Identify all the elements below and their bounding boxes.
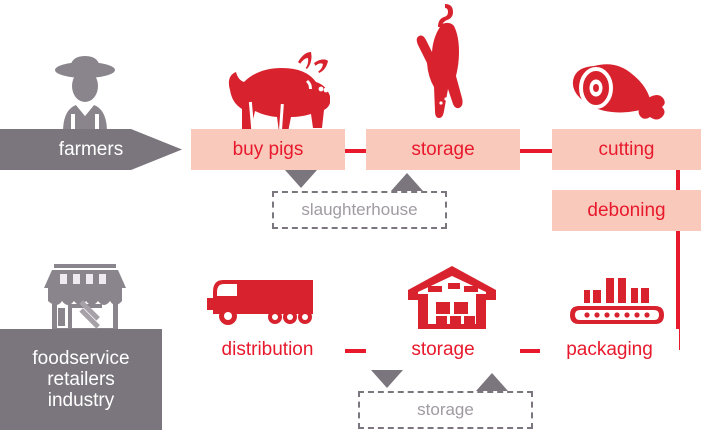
connector-storage-cutting (518, 149, 552, 153)
conveyor-boxes-icon (570, 278, 664, 324)
pig-icon (228, 52, 330, 132)
ham-icon (572, 64, 665, 120)
endpoint-farmers-label: farmers (58, 138, 124, 160)
storefront-icon (44, 264, 126, 332)
step-deboning-label: deboning (587, 199, 666, 221)
optional-storage[interactable]: storage (358, 391, 533, 429)
step-packaging[interactable]: packaging (540, 329, 679, 370)
arrow-buypigs-to-slaughterhouse (285, 170, 317, 188)
step-deboning[interactable]: deboning (552, 190, 701, 231)
endpoint-foodservice-label: foodservice retailers industry (32, 347, 130, 412)
optional-slaughterhouse[interactable]: slaughterhouse (272, 191, 447, 229)
optional-slaughterhouse-label: slaughterhouse (301, 200, 418, 220)
step-distribution-label: distribution (221, 338, 314, 360)
hanging-carcass-icon (416, 4, 463, 118)
truck-icon (207, 280, 313, 325)
endpoint-farmers[interactable]: farmers (0, 129, 182, 170)
connector-deboning-packaging (676, 226, 680, 346)
step-distribution[interactable]: distribution (168, 329, 345, 370)
step-storage-top[interactable]: storage (366, 129, 520, 170)
connector-buypigs-storage (344, 149, 368, 153)
step-storage-bottom-label: storage (411, 338, 475, 360)
step-cutting-label: cutting (598, 138, 655, 160)
step-cutting[interactable]: cutting (552, 129, 701, 170)
optional-storage-label: storage (417, 400, 474, 420)
step-buy-pigs-label: buy pigs (232, 138, 304, 160)
endpoint-foodservice[interactable]: foodservice retailers industry (0, 329, 162, 430)
arrow-storage-to-optional-storage (371, 370, 403, 388)
step-buy-pigs[interactable]: buy pigs (191, 129, 345, 170)
connector-storage-packaging-bottom (518, 349, 552, 353)
warehouse-icon (408, 266, 496, 332)
step-storage-top-label: storage (411, 138, 475, 160)
farmer-icon (55, 56, 115, 132)
arrow-slaughterhouse-to-storage (391, 173, 423, 191)
connector-distribution-storage-bottom (344, 349, 368, 353)
arrow-optional-storage-to-packaging (476, 373, 508, 391)
step-packaging-label: packaging (566, 338, 653, 360)
connector-cutting-deboning (676, 170, 680, 192)
step-storage-bottom[interactable]: storage (366, 329, 520, 370)
